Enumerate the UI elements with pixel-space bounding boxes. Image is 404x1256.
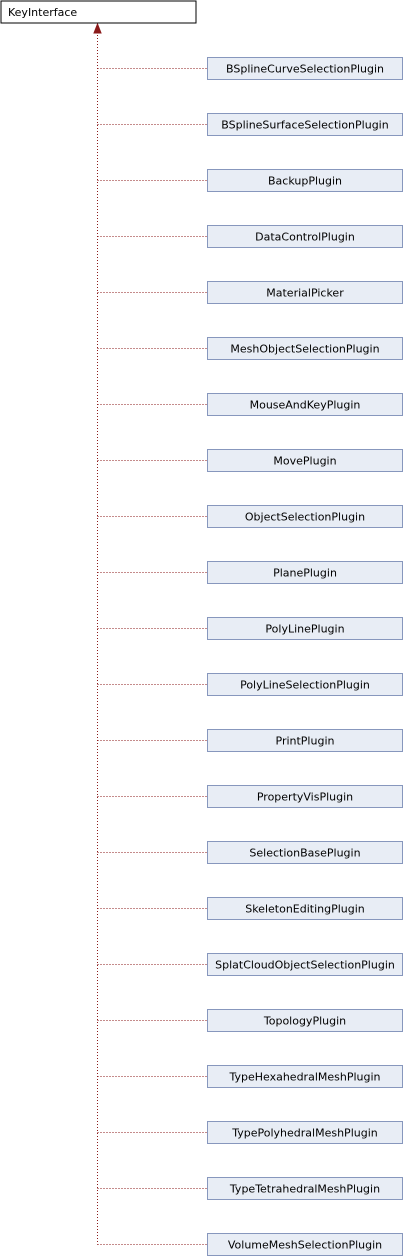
derived-class-node[interactable]: SelectionBasePlugin [207, 841, 403, 864]
derived-class-box [207, 337, 403, 360]
inheritance-arrowhead [93, 22, 102, 34]
derived-class-label: TypePolyhedralMeshPlugin [231, 1127, 378, 1140]
derived-class-box [207, 113, 403, 136]
derived-class-node[interactable]: PlanePlugin [207, 561, 403, 584]
derived-class-box [207, 1009, 403, 1032]
derived-class-box [207, 57, 403, 80]
derived-class-node[interactable]: PolyLinePlugin [207, 617, 403, 640]
derived-class-box [207, 673, 403, 696]
derived-class-nodes: BSplineCurveSelectionPluginBSplineSurfac… [207, 57, 403, 1256]
derived-class-node[interactable]: ObjectSelectionPlugin [207, 505, 403, 528]
derived-class-label: MaterialPicker [266, 287, 344, 300]
derived-class-box [207, 1121, 403, 1144]
base-class-label: KeyInterface [8, 6, 77, 19]
derived-class-node[interactable]: TypePolyhedralMeshPlugin [207, 1121, 403, 1144]
derived-class-box [207, 953, 403, 976]
derived-class-node[interactable]: SkeletonEditingPlugin [207, 897, 403, 920]
derived-class-box [207, 1177, 403, 1200]
derived-class-label: TopologyPlugin [263, 1015, 346, 1028]
derived-class-node[interactable]: MaterialPicker [207, 281, 403, 304]
derived-class-box [207, 225, 403, 248]
inheritance-edges [93, 22, 208, 1245]
derived-class-label: TypeHexahedralMeshPlugin [228, 1071, 380, 1084]
derived-class-node[interactable]: PrintPlugin [207, 729, 403, 752]
derived-class-node[interactable]: MovePlugin [207, 449, 403, 472]
derived-class-box [207, 785, 403, 808]
derived-class-node[interactable]: TypeHexahedralMeshPlugin [207, 1065, 403, 1088]
derived-class-label: PrintPlugin [276, 735, 335, 748]
derived-class-node[interactable]: DataControlPlugin [207, 225, 403, 248]
derived-class-box [207, 617, 403, 640]
derived-class-label: BSplineCurveSelectionPlugin [226, 63, 384, 76]
derived-class-box [207, 729, 403, 752]
derived-class-box [207, 561, 403, 584]
derived-class-label: BackupPlugin [268, 175, 342, 188]
derived-class-node[interactable]: MeshObjectSelectionPlugin [207, 337, 403, 360]
derived-class-label: MouseAndKeyPlugin [250, 399, 361, 412]
derived-class-label: MeshObjectSelectionPlugin [230, 343, 379, 356]
derived-class-node[interactable]: BSplineCurveSelectionPlugin [207, 57, 403, 80]
derived-class-box [207, 505, 403, 528]
derived-class-label: BSplineSurfaceSelectionPlugin [221, 119, 388, 132]
derived-class-box [207, 393, 403, 416]
derived-class-box [207, 1065, 403, 1088]
derived-class-label: SkeletonEditingPlugin [245, 903, 365, 916]
derived-class-label: MovePlugin [273, 455, 336, 468]
derived-class-label: DataControlPlugin [255, 231, 355, 244]
derived-class-label: PlanePlugin [273, 567, 337, 580]
derived-class-label: SplatCloudObjectSelectionPlugin [215, 959, 395, 972]
derived-class-box [207, 449, 403, 472]
base-class-node[interactable]: KeyInterface [0, 0, 197, 24]
derived-class-box [207, 841, 403, 864]
derived-class-label: PropertyVisPlugin [257, 791, 353, 804]
derived-class-label: PolyLineSelectionPlugin [240, 679, 370, 692]
derived-class-node[interactable]: VolumeMeshSelectionPlugin [207, 1233, 403, 1256]
derived-class-node[interactable]: SplatCloudObjectSelectionPlugin [207, 953, 403, 976]
derived-class-label: ObjectSelectionPlugin [245, 511, 365, 524]
derived-class-label: TypeTetrahedralMeshPlugin [229, 1183, 380, 1196]
derived-class-label: SelectionBasePlugin [249, 847, 360, 860]
derived-class-node[interactable]: PolyLineSelectionPlugin [207, 673, 403, 696]
derived-class-node[interactable]: MouseAndKeyPlugin [207, 393, 403, 416]
derived-class-node[interactable]: BSplineSurfaceSelectionPlugin [207, 113, 403, 136]
derived-class-box [207, 897, 403, 920]
base-class-box [0, 0, 197, 24]
derived-class-box [207, 169, 403, 192]
derived-class-node[interactable]: TypeTetrahedralMeshPlugin [207, 1177, 403, 1200]
derived-class-label: VolumeMeshSelectionPlugin [228, 1239, 382, 1252]
derived-class-node[interactable]: BackupPlugin [207, 169, 403, 192]
derived-class-label: PolyLinePlugin [265, 623, 344, 636]
derived-class-box [207, 281, 403, 304]
derived-class-node[interactable]: PropertyVisPlugin [207, 785, 403, 808]
derived-class-node[interactable]: TopologyPlugin [207, 1009, 403, 1032]
